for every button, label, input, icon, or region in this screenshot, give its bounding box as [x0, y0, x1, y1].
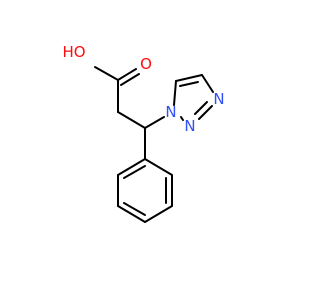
- bond-c-oh: [94, 66, 119, 81]
- bond-ph-1: [117, 158, 146, 176]
- bond-ph-3: [117, 205, 146, 223]
- bond-n1-c5: [173, 80, 177, 106]
- bond-c5-c4-inner: [179, 81, 199, 87]
- triazole-n2-label: N: [184, 117, 195, 135]
- hydroxyl-label: HO: [62, 43, 85, 61]
- bonds: [94, 66, 214, 223]
- bond-ch-n1: [144, 116, 165, 129]
- bond-c5-c4: [175, 74, 203, 82]
- bond-n3-n2-b: [194, 101, 208, 115]
- atom-labels: HO O N N N: [62, 43, 224, 135]
- bond-n3-n2-a: [198, 105, 213, 120]
- triazole-n3-label: N: [213, 90, 224, 108]
- bond-c4-n3: [201, 74, 214, 93]
- triazole-n1-label: N: [165, 103, 176, 121]
- bond-ph-4: [144, 205, 173, 223]
- bond-ph-inner-1: [123, 165, 146, 179]
- bond-n2-n1: [180, 116, 184, 121]
- bond-ph-6: [144, 158, 173, 176]
- carbonyl-oxygen-label: O: [140, 55, 152, 73]
- molecule-structure: HO O N N N: [62, 43, 225, 223]
- bond-c-o-double-a: [117, 68, 137, 81]
- bond-ch2-ch: [117, 111, 146, 129]
- bond-c-o-double-b: [120, 73, 140, 86]
- structure-canvas: HO O N N N: [62, 43, 225, 223]
- bond-ph-inner-2: [123, 202, 146, 216]
